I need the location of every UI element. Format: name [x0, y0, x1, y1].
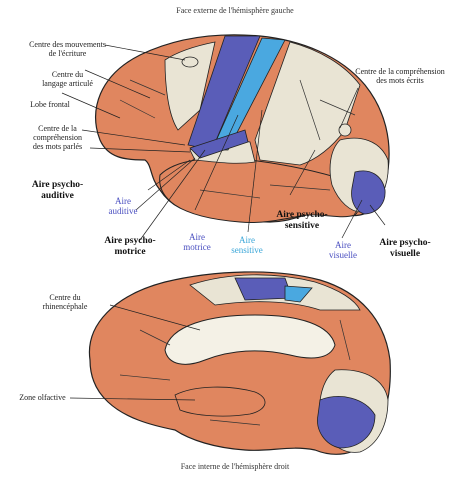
label-centre-comprehension-parles: Centre de la compréhension des mots parl…: [20, 124, 95, 151]
lateral-hemisphere: [96, 35, 390, 223]
label-aire-visuelle: Aire visuelle: [318, 240, 368, 260]
label-aire-sensitive: Aire sensitive: [222, 235, 272, 255]
label-aire-psycho-motrice: Aire psycho- motrice: [90, 236, 170, 258]
label-centre-rhinencephale: Centre du rhinencéphale: [20, 293, 110, 311]
label-aire-auditive: Aire auditive: [98, 196, 148, 216]
label-aire-motrice: Aire motrice: [172, 232, 222, 252]
olfactory-area: [175, 387, 265, 416]
writing-centre: [182, 57, 198, 67]
medial-motor-strip: [235, 278, 292, 300]
label-aire-psycho-visuelle: Aire psycho- visuelle: [365, 238, 445, 260]
label-zone-olfactive: Zone olfactive: [10, 393, 75, 402]
label-centre-langage: Centre du langage articulé: [30, 70, 105, 88]
bottom-caption: Face interne de l'hémisphère droit: [0, 462, 470, 471]
medial-hemisphere: [89, 272, 390, 454]
label-aire-psycho-sensitive: Aire psycho- sensitive: [262, 210, 342, 232]
label-centre-mouvements: Centre des mouvements de l'écriture: [15, 40, 120, 58]
label-aire-psycho-auditive: Aire psycho- auditive: [20, 180, 95, 202]
label-lobe-frontal: Lobe frontal: [25, 100, 75, 109]
top-caption: Face externe de l'hémisphère gauche: [0, 6, 470, 15]
label-centre-comprehension-ecrits: Centre de la compréhension des mots écri…: [335, 67, 465, 85]
